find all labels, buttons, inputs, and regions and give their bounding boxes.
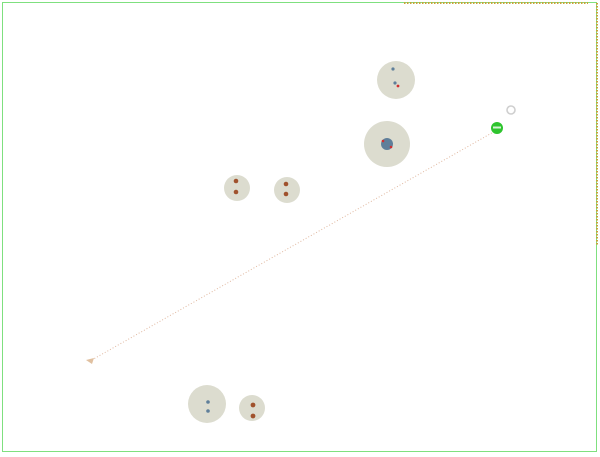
trajectory-line — [89, 129, 498, 362]
arena-border — [2, 2, 597, 452]
ring-target-icon[interactable] — [506, 105, 516, 115]
planet-home[interactable] — [364, 121, 410, 167]
planet-left-2[interactable] — [274, 177, 300, 203]
planet-left-1[interactable] — [224, 175, 250, 201]
planet-bottom-2[interactable] — [239, 395, 265, 421]
planet-bottom-1[interactable] — [188, 385, 226, 423]
green-ship-icon[interactable] — [491, 122, 503, 134]
arrow-marker-icon — [86, 358, 94, 364]
planet-top[interactable] — [377, 61, 415, 99]
